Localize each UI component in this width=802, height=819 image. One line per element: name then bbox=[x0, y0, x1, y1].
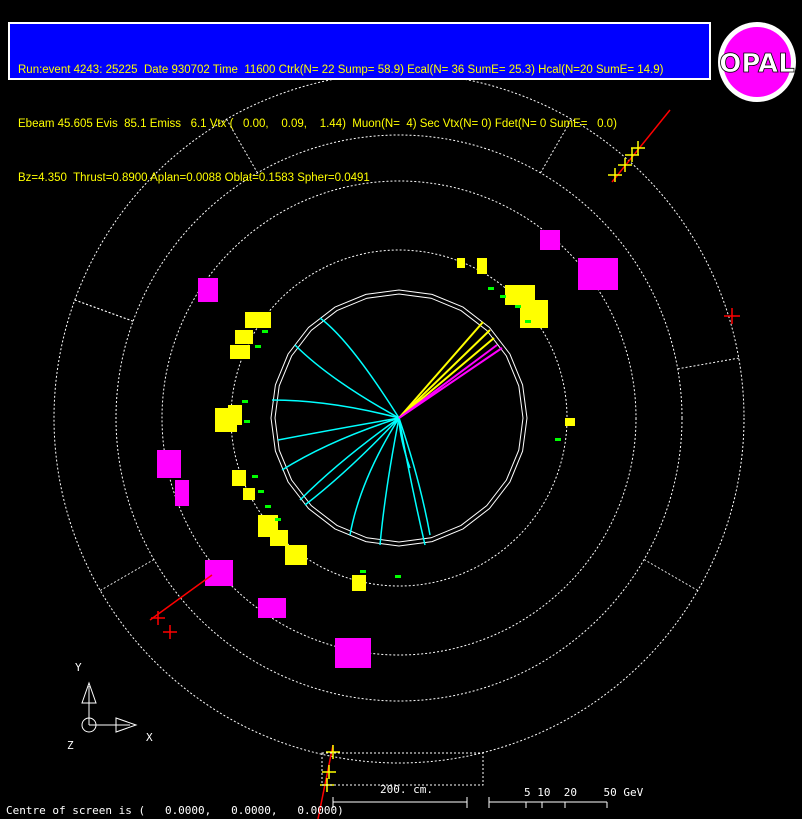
charged-track bbox=[277, 417, 400, 441]
charged-track bbox=[304, 417, 400, 506]
charged-track bbox=[299, 417, 400, 501]
z-axis-icon bbox=[81, 717, 97, 733]
info-line-3: Bz=4.350 Thrust=0.8900 Aplan=0.0088 Obla… bbox=[18, 172, 370, 184]
presampler-hit bbox=[258, 490, 264, 493]
presampler-hit bbox=[275, 518, 281, 521]
presampler-hit bbox=[360, 570, 366, 573]
ecal-cluster bbox=[565, 418, 575, 426]
axis-z-label: Z bbox=[67, 739, 74, 752]
muon-hit-cross bbox=[724, 308, 740, 324]
presampler-hit bbox=[555, 438, 561, 441]
muon-track bbox=[611, 109, 671, 183]
presampler-hit bbox=[244, 420, 250, 423]
charged-track bbox=[294, 344, 400, 419]
energy-scale-bar bbox=[488, 797, 608, 808]
axis-y-label: Y bbox=[75, 661, 82, 674]
ecal-cluster bbox=[245, 312, 271, 328]
presampler-hit bbox=[262, 330, 268, 333]
opal-logo: OPAL bbox=[718, 22, 796, 102]
hcal-cluster bbox=[198, 278, 218, 302]
charged-track bbox=[398, 417, 426, 546]
hcal-cluster bbox=[157, 450, 181, 478]
charged-track bbox=[379, 417, 400, 546]
muon-hit-cross bbox=[625, 148, 639, 162]
jet-track bbox=[398, 347, 503, 419]
hcal-cluster bbox=[335, 638, 371, 668]
jet-track bbox=[398, 337, 495, 419]
x-arrow-icon bbox=[115, 717, 138, 733]
ecal-cluster bbox=[228, 405, 242, 425]
muon-hit-cross bbox=[608, 168, 622, 182]
presampler-hit bbox=[252, 475, 258, 478]
axis-x-label: X bbox=[146, 731, 153, 744]
presampler-hit bbox=[242, 400, 248, 403]
muon-track bbox=[149, 574, 213, 621]
event-info-panel: Run:event 4243: 25225 Date 930702 Time 1… bbox=[8, 22, 711, 184]
jet-track bbox=[398, 321, 484, 419]
ecal-cluster bbox=[520, 300, 548, 328]
forward-detector-box bbox=[321, 752, 484, 786]
energy-scale-label: 5 10 20 50 GeV bbox=[524, 786, 644, 799]
muon-hit-cross bbox=[631, 141, 645, 155]
hcal-cluster bbox=[258, 598, 286, 618]
muon-hit-cross bbox=[163, 625, 177, 639]
hcal-cluster bbox=[540, 230, 560, 250]
axes-lines bbox=[88, 686, 130, 726]
detector-ring bbox=[161, 180, 637, 656]
ecal-cluster bbox=[243, 488, 255, 500]
charged-track bbox=[398, 417, 411, 469]
ecal-cluster bbox=[270, 530, 288, 546]
presampler-hit bbox=[500, 295, 506, 298]
ecal-cluster bbox=[285, 545, 307, 565]
hcal-cluster bbox=[175, 480, 189, 506]
ecal-cluster bbox=[477, 258, 487, 274]
presampler-hit bbox=[265, 505, 271, 508]
jet-track bbox=[398, 329, 491, 419]
info-line-1: Run:event 4243: 25225 Date 930702 Time 1… bbox=[18, 64, 664, 76]
muon-hit-cross bbox=[151, 611, 165, 625]
info-line-2: Ebeam 45.605 Evis 85.1 Emiss 6.1 Vtx ( 0… bbox=[18, 118, 617, 130]
muon-hit-cross bbox=[618, 158, 632, 172]
muon-divider bbox=[643, 559, 699, 591]
presampler-hit bbox=[525, 320, 531, 323]
presampler-hit bbox=[395, 575, 401, 578]
muon-divider bbox=[677, 357, 739, 370]
muon-track bbox=[317, 744, 334, 819]
ecal-cluster bbox=[232, 470, 246, 486]
presampler-hit bbox=[255, 345, 261, 348]
centre-readout: Centre of screen is ( 0.0000, 0.0000, 0.… bbox=[6, 804, 344, 817]
muon-hit-cross bbox=[326, 745, 340, 759]
charged-track bbox=[319, 317, 400, 419]
muon-divider bbox=[74, 299, 134, 322]
ecal-cluster bbox=[230, 345, 250, 359]
length-scale-label: 200. cm. bbox=[380, 783, 433, 796]
jet-chamber-outer bbox=[270, 289, 528, 547]
ecal-cluster bbox=[457, 258, 465, 268]
y-arrow-icon bbox=[81, 681, 97, 704]
presampler-hit bbox=[488, 287, 494, 290]
muon-divider bbox=[99, 559, 155, 591]
charged-track bbox=[349, 417, 400, 536]
length-scale-bar bbox=[332, 797, 468, 808]
hcal-cluster bbox=[205, 560, 233, 586]
muon-hit-cross bbox=[322, 765, 336, 779]
svg-text:OPAL: OPAL bbox=[719, 49, 794, 79]
detector-ring bbox=[115, 134, 683, 702]
charged-track bbox=[281, 417, 400, 471]
ecal-cluster bbox=[352, 575, 366, 591]
presampler-hit bbox=[515, 305, 521, 308]
charged-track bbox=[398, 417, 431, 536]
jet-chamber-inner bbox=[274, 293, 524, 543]
charged-track bbox=[271, 399, 400, 419]
ecal-cluster bbox=[235, 330, 253, 344]
hcal-cluster bbox=[578, 258, 618, 290]
